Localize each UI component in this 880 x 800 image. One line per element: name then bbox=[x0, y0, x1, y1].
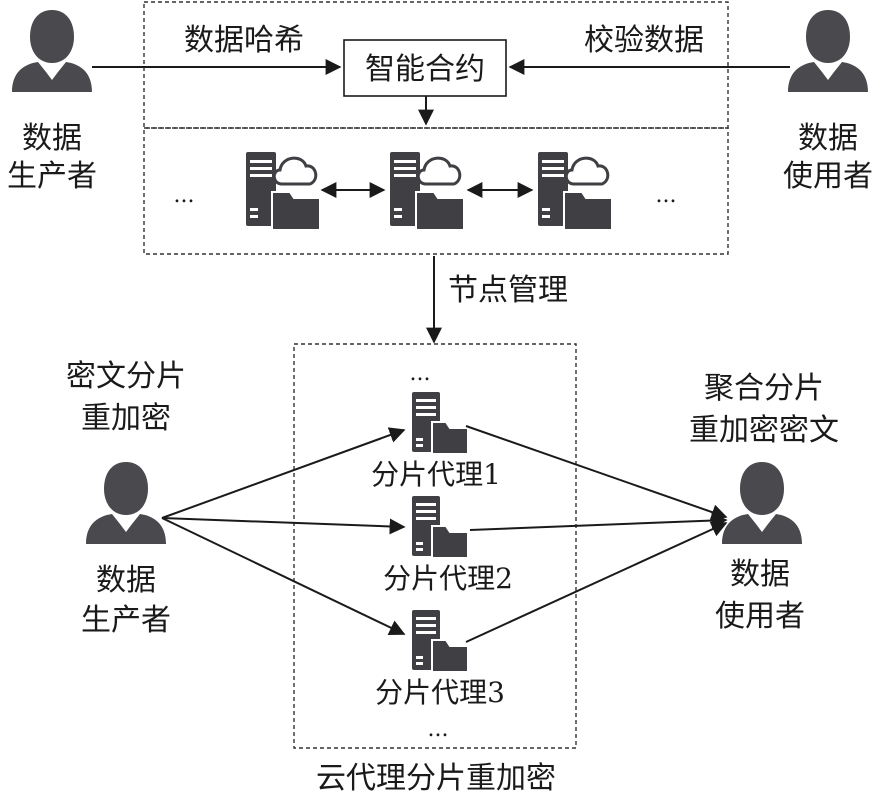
hash-label: 数据哈希 bbox=[184, 23, 304, 58]
producer-bottom-line2: 生产者 bbox=[81, 603, 171, 638]
server-icon bbox=[411, 391, 469, 455]
proxy-label-2: 分片代理2 bbox=[383, 562, 513, 595]
person-icon bbox=[86, 462, 166, 544]
nodes-ellipsis-left: ... bbox=[174, 183, 195, 208]
person-icon bbox=[788, 10, 868, 92]
user-bottom-line2: 使用者 bbox=[715, 599, 805, 634]
smart-contract-label: 智能合约 bbox=[365, 52, 485, 87]
producer-to-proxy-2 bbox=[161, 517, 406, 535]
producer-to-proxy-3 bbox=[161, 517, 406, 635]
blockchain-node-region bbox=[143, 127, 729, 255]
cloud-proxy-caption: 云代理分片重加密 bbox=[316, 761, 556, 796]
aggregate-line1: 聚合分片 bbox=[704, 371, 824, 406]
server-icon bbox=[244, 150, 322, 232]
proxy-2-to-user bbox=[469, 512, 728, 531]
proxy-label-3: 分片代理3 bbox=[375, 676, 505, 709]
cloud-proxy-region bbox=[293, 343, 577, 749]
producer-bottom-line1: 数据 bbox=[96, 563, 156, 598]
smart-contract-region bbox=[143, 1, 729, 129]
proxy-1-to-user bbox=[465, 425, 728, 520]
producer-to-proxy-1 bbox=[161, 427, 406, 519]
node-management-label: 节点管理 bbox=[448, 273, 568, 308]
person-icon bbox=[722, 462, 802, 544]
server-icon bbox=[411, 609, 469, 673]
proxy-3-to-user bbox=[465, 521, 728, 643]
smart-contract-box bbox=[343, 39, 507, 97]
aggregate-line2: 重加密密文 bbox=[689, 413, 839, 448]
proxies-ellipsis-bottom: ... bbox=[428, 717, 449, 742]
nodes-ellipsis-right: ... bbox=[656, 183, 677, 208]
server-icon bbox=[536, 150, 614, 232]
user-top-line2: 使用者 bbox=[783, 159, 873, 194]
proxy-label-1: 分片代理1 bbox=[371, 458, 501, 491]
person-icon bbox=[12, 10, 92, 92]
proxies-ellipsis-top: ... bbox=[410, 361, 431, 386]
user-top-line1: 数据 bbox=[798, 121, 858, 156]
server-icon bbox=[388, 150, 466, 232]
user-bottom-line1: 数据 bbox=[730, 557, 790, 592]
producer-top-line1: 数据 bbox=[22, 121, 82, 156]
verify-label: 校验数据 bbox=[584, 23, 704, 58]
producer-top-line2: 生产者 bbox=[7, 159, 97, 194]
shard-reencrypt-line2: 重加密 bbox=[81, 401, 171, 436]
shard-reencrypt-line1: 密文分片 bbox=[66, 359, 186, 394]
server-icon bbox=[411, 495, 469, 559]
